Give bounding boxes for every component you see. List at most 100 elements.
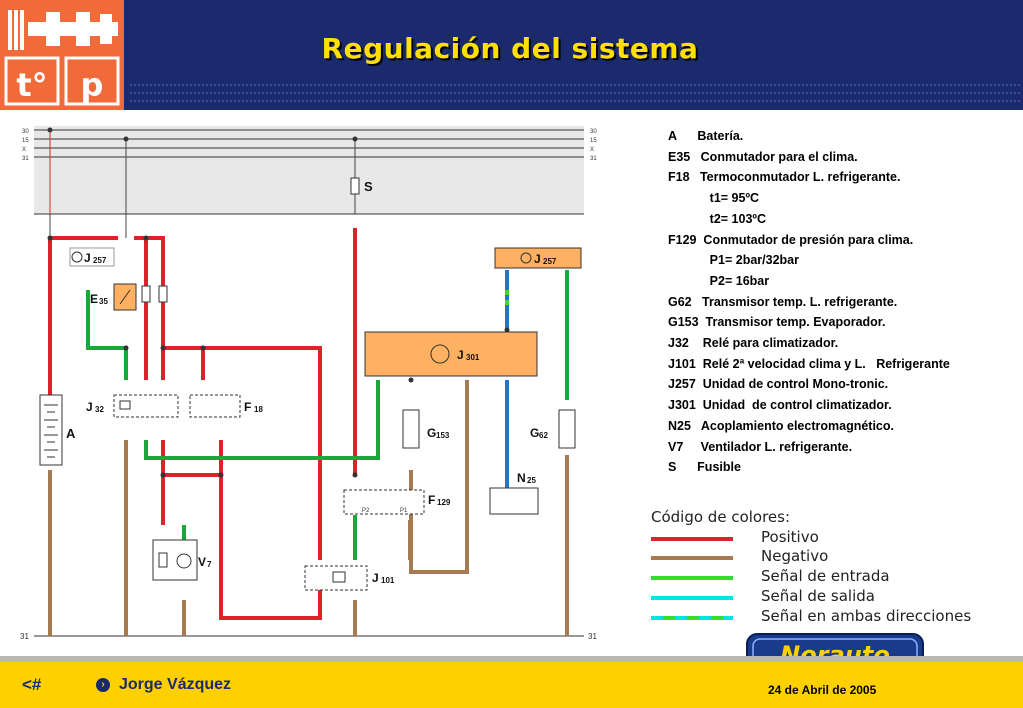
color-swatch (651, 556, 733, 560)
header-dots (130, 84, 1020, 87)
n25-sub: 25 (527, 476, 536, 485)
logo-temp-text: t° (16, 66, 47, 104)
header-dots (130, 92, 1020, 95)
g153-sensor (402, 409, 420, 449)
legend-item: V7 Ventilador L. refrigerante. (668, 439, 853, 454)
j257-left-sub: 257 (93, 256, 107, 265)
j101-relay (304, 565, 368, 591)
fuse-s (350, 177, 360, 195)
f129-p2: P2 (362, 508, 370, 514)
logo: t° p (0, 0, 124, 110)
bus-label-30-right: 30 (590, 129, 597, 135)
f18-thermoswitch (189, 394, 241, 418)
n25-clutch (489, 487, 539, 515)
g153-label: G (427, 426, 436, 440)
v7-label: V (198, 555, 206, 569)
legend-item: t1= 95ºC (668, 191, 760, 206)
e35-sub: 35 (99, 297, 108, 306)
color-code-label: Positivo (761, 528, 819, 546)
footer-stripe (0, 656, 1023, 662)
g62-sub: 62 (539, 431, 548, 440)
bus-label-15-right: 15 (590, 138, 597, 144)
legend-item: J101 Relé 2ª velocidad clima y L. Refrig… (668, 356, 950, 371)
bus-label-30: 30 (22, 129, 29, 135)
e35-label: E (90, 292, 98, 306)
f129-sub: 129 (437, 498, 451, 507)
bus-label-15: 15 (22, 138, 29, 144)
fuse-small (158, 285, 168, 303)
header-bar (0, 0, 1023, 110)
slide-number: <# (22, 675, 42, 694)
author-name: Jorge Vázquez (119, 676, 232, 693)
color-code-label: Negativo (761, 547, 829, 565)
bus-label-x: X (22, 147, 26, 153)
negative-wires (48, 380, 569, 636)
input-signal-wires (86, 270, 569, 560)
legend-item: G153 Transmisor temp. Evaporador. (668, 315, 886, 330)
logo-p-text: p (81, 66, 104, 104)
legend-item: G62 Transmisor temp. L. refrigerante. (668, 294, 898, 309)
j301-label: J (457, 348, 464, 362)
color-swatch (651, 537, 733, 541)
j32-relay (113, 394, 179, 418)
bus-label-31: 31 (22, 156, 29, 162)
wiring-diagram: 30 15 X 31 30 15 X 31 31 31 S (20, 126, 597, 641)
color-swatch (651, 596, 733, 600)
fuse-small (141, 285, 151, 303)
j257-right-label: J (534, 252, 541, 266)
bullet-arrow-icon: › (96, 678, 110, 692)
j32-label: J (86, 400, 93, 414)
battery-a (39, 394, 63, 466)
legend-item: J32 Relé para climatizador. (668, 336, 839, 351)
color-swatch (651, 576, 733, 580)
ground-label-right: 31 (588, 632, 597, 641)
footer-bar (0, 662, 1023, 708)
page-title: Regulación del sistema (321, 32, 699, 65)
j301-sub: 301 (466, 353, 480, 362)
color-code-label: Señal de entrada (761, 567, 890, 585)
legend-item: E35 Conmutador para el clima. (668, 149, 858, 164)
f129-pressure-switch (343, 489, 425, 515)
g153-sub: 153 (436, 431, 450, 440)
ground-label-left: 31 (20, 632, 29, 641)
logo-graphic: t° p (4, 10, 120, 106)
color-code-label: Señal de salida (761, 587, 875, 605)
legend-item: S Fusible (668, 460, 741, 475)
j301-control-unit (364, 331, 538, 377)
legend-item: F18 Termoconmutador L. refrigerante. (668, 170, 901, 185)
fuse-label: S (364, 179, 373, 194)
color-code-label: Señal en ambas direcciones (761, 607, 972, 625)
n25-label: N (517, 471, 526, 485)
color-swatch (651, 616, 733, 620)
legend-item: P2= 16bar (668, 273, 770, 288)
f129-p1: P1 (400, 508, 408, 514)
color-code-title: Código de colores: (651, 508, 791, 526)
legend-item: J257 Unidad de control Mono-tronic. (668, 377, 889, 392)
legend-item: J301 Unidad de control climatizador. (668, 398, 892, 413)
j257-right-box (494, 247, 582, 269)
v7-sub: 7 (207, 560, 212, 569)
j257-right-sub: 257 (543, 257, 557, 266)
header-dots (130, 100, 1020, 103)
legend-item: P1= 2bar/32bar (668, 253, 799, 268)
legend-item: t2= 103ºC (668, 211, 767, 226)
f129-label: F (428, 493, 435, 507)
bus-label-x-right: X (590, 147, 594, 153)
presentation-date: 24 de Abril de 2005 (768, 683, 877, 697)
positive-wires (48, 228, 357, 620)
f18-sub: 18 (254, 405, 263, 414)
j257-left-label: J (84, 251, 91, 265)
j101-sub: 101 (381, 576, 395, 585)
legend-item: N25 Acoplamiento electromagnético. (668, 418, 894, 433)
f18-label: F (244, 400, 251, 414)
battery-label: A (66, 426, 76, 441)
g62-label: G (530, 426, 539, 440)
g62-sensor (558, 409, 576, 449)
j32-sub: 32 (95, 405, 104, 414)
bus-label-31-right: 31 (590, 156, 597, 162)
legend-item: A Batería. (668, 129, 744, 143)
v7-fan (152, 539, 198, 581)
j101-label: J (372, 571, 379, 585)
component-legend: A Batería. E35 Conmutador para el clima.… (668, 126, 950, 478)
legend-item: F129 Conmutador de presión para clima. (668, 232, 914, 247)
